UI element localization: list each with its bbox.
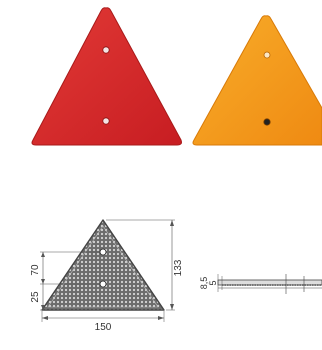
front-view-inner-outline (47, 225, 159, 308)
dim-hole-spacing-label: 70 (30, 264, 41, 276)
front-upper-hole (99, 248, 107, 256)
dim-height-label: 133 (173, 259, 184, 276)
side-view-drawing: 8,5 5 (199, 274, 322, 294)
amber-reflector (192, 15, 322, 146)
front-view-outline (41, 219, 165, 311)
amber-upper-mount-hole (263, 51, 271, 59)
amber-reflector-body (192, 15, 322, 146)
dim-hole-base-label: 25 (30, 291, 41, 303)
dim-width-label: 150 (95, 322, 112, 333)
red-upper-mount-hole (102, 46, 110, 54)
front-lower-hole (99, 280, 107, 288)
red-reflector-body (31, 7, 182, 146)
dim-thickness-total-label: 8,5 (199, 277, 209, 290)
red-lower-mount-hole (102, 117, 110, 125)
red-reflector (31, 7, 182, 146)
front-view-drawing: 133 70 25 150 (30, 219, 184, 333)
amber-lower-mount-hole (263, 118, 271, 126)
dim-thickness-base-label: 5 (208, 280, 218, 285)
